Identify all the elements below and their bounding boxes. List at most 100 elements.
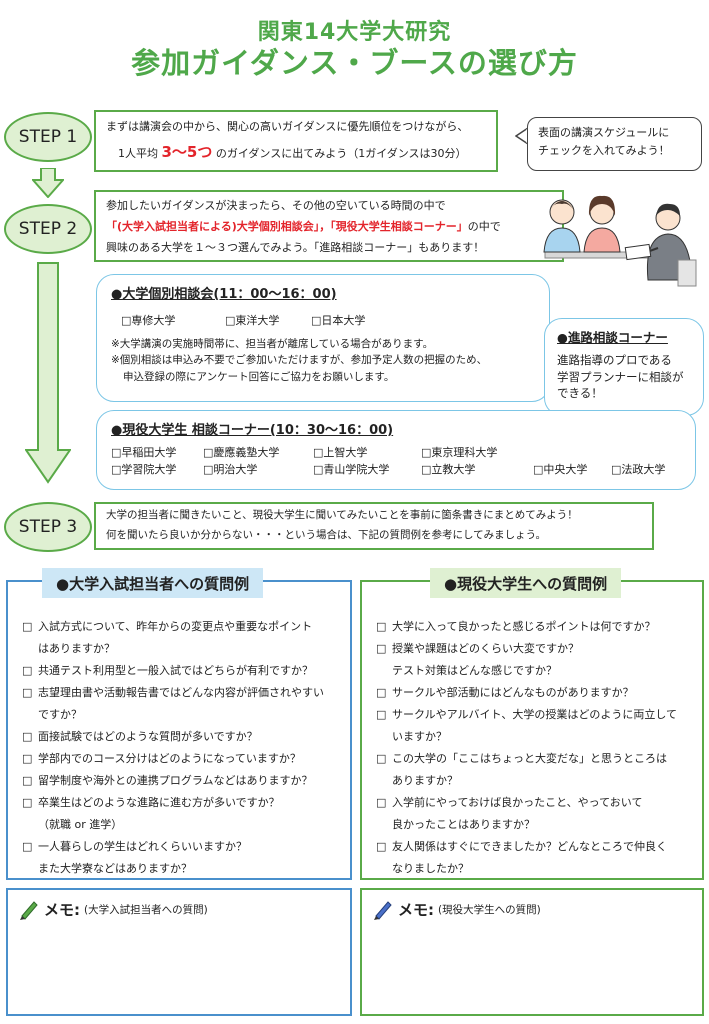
memo-sub: (現役大学生への質問) (438, 903, 541, 916)
checkbox-icon: □ (376, 686, 387, 699)
page-title: 参加ガイダンス・ブースの選び方 (131, 46, 578, 80)
question-text: はありますか？ (38, 642, 115, 655)
consult-university: □東洋大学 (225, 314, 280, 327)
question-text: いますか？ (392, 730, 447, 743)
memo-sub: (大学入試担当者への質問) (84, 903, 208, 916)
question-item: □志望理由書や活動報告書ではどんな内容が評価されやすいですか？ (22, 682, 342, 726)
question-text: サークルや部活動にはどんなものがありますか？ (392, 686, 634, 699)
step2-label: STEP 2 (18, 219, 78, 239)
student-university: □明治大学 (203, 463, 258, 476)
question-item: □ 授業や課題はどのくらい大変ですか？ テスト対策はどんな感じですか？ (376, 638, 694, 682)
step2-line2: 「(大学入試担当者による)大学個別相談会」，「現役大学生相談コーナー」の中で (106, 219, 501, 233)
header-title: 関東14大学大研究 (257, 20, 452, 45)
checkbox-icon: □ (376, 840, 387, 853)
question-text: この大学の「ここはちょっと大変だな」と思うところは (392, 752, 667, 765)
question-text: 面接試験ではどのような質問が多いですか？ (38, 730, 258, 743)
checkbox-icon: □ (22, 686, 33, 699)
consult-university: □日本大学 (311, 314, 366, 327)
memo-label: メモ: (398, 900, 434, 919)
student-university: □早稲田大学 (111, 446, 177, 459)
question-text: 学部内でのコース分けはどのようになっていますか？ (38, 752, 301, 765)
student-university: □中央大学 (533, 463, 588, 476)
question-text: 良かったことはありますか？ (392, 818, 535, 831)
memo-student: メモ: (現役大学生への質問) (360, 888, 704, 1016)
question-item: □ 共通テスト利用型と一般入試ではどちらが有利ですか？ (22, 660, 342, 682)
student-university: □上智大学 (313, 446, 368, 459)
checkbox-icon: □ (22, 730, 33, 743)
question-text: 卒業生はどのような進路に進む方が多いですか？ (38, 796, 280, 809)
step2-box: 参加したいガイダンスが決まったら、その他の空いている時間の中で 「(大学入試担当… (94, 190, 564, 262)
student-questions-title: ●現役大学生への質問例 (430, 568, 622, 598)
question-text: （就職 or 進学） (38, 818, 123, 831)
admissions-questions-panel: ●大学入試担当者への質問例 □ 入試方式について、昨年からの変更点や重要なポイント… (6, 568, 352, 880)
question-text: サークルやアルバイト、大学の授業はどのように両立して (392, 708, 678, 721)
step2-emphasis: 「(大学入試担当者による)大学個別相談会」，「現役大学生相談コーナー」 (106, 219, 468, 233)
student-university: □学習院大学 (111, 463, 177, 476)
checkbox-icon: □ (22, 774, 33, 787)
question-text: 共通テスト利用型と一般入試ではどちらが有利ですか？ (38, 664, 313, 677)
question-item: □友人関係はすぐにできましたか？どんなところで仲良くなりましたか？ (376, 836, 694, 880)
question-text: 大学に入って良かったと感じるポイントは何ですか？ (392, 620, 656, 633)
question-text: なりましたか？ (392, 862, 469, 875)
question-item: □ サークルや部活動にはどんなものがありますか？ (376, 682, 694, 704)
long-down-arrow-icon (25, 262, 71, 484)
bubble-line2: チェックを入れてみよう！ (538, 143, 670, 157)
step1-box: まずは講演会の中から、関心の高いガイダンスに優先順位をつけながら、 1人平均 3… (94, 110, 498, 172)
student-university: □慶應義塾大学 (203, 446, 280, 459)
consult-title: ●大学個別相談会(11：00～16：00) (111, 287, 337, 302)
question-text: また大学寮などはありますか？ (38, 862, 192, 875)
consult-university: □専修大学 (121, 314, 176, 327)
student-title: ●現役大学生 相談コーナー(10：30～16：00) (111, 423, 394, 438)
student-university-row: □学習院大学 □明治大学 □青山学院大学 □立教大学 □中央大学 □法政大学 (111, 461, 681, 477)
student-question-list: □大学に入って良かったと感じるポイントは何ですか？□授業や課題はどのくらい大変で… (376, 616, 694, 880)
blue-pencil-icon (374, 901, 392, 920)
checkbox-icon: □ (376, 642, 387, 655)
checkbox-icon: □ (376, 752, 387, 765)
step1-label: STEP 1 (18, 127, 78, 147)
question-text: 志望理由書や活動報告書ではどんな内容が評価されやすい (38, 686, 324, 699)
step1-line2: 1人平均 3～5つ のガイダンスに出てみよう（1ガイダンスは30分） (118, 142, 467, 161)
step2-badge: STEP 2 (4, 204, 92, 254)
step1-badge: STEP 1 (4, 112, 92, 162)
question-text: 授業や課題はどのくらい大変ですか？ (392, 642, 579, 655)
step3-box: 大学の担当者に聞きたいこと、現役大学生に聞いてみたいことを事前に箇条書きにまとめ… (94, 502, 654, 550)
shinro-desc: 進路指導のプロである 学習プランナーに相談が できる！ (557, 353, 684, 401)
admissions-questions-title: ●大学入試担当者への質問例 (42, 568, 264, 598)
checkbox-icon: □ (22, 752, 33, 765)
memo-label: メモ: (44, 900, 80, 919)
consultation-illustration (543, 195, 697, 287)
question-item: □ 学部内でのコース分けはどのようになっていますか？ (22, 748, 342, 770)
checkbox-icon: □ (22, 664, 33, 677)
step1-line1: まずは講演会の中から、関心の高いガイダンスに優先順位をつけながら、 (106, 120, 469, 133)
consult-note: ※個別相談は申込み不要でご参加いただけますが、参加予定人数の把握のため、 (111, 354, 488, 367)
question-item: □大学に入って良かったと感じるポイントは何ですか？ (376, 616, 694, 638)
checkbox-icon: □ (22, 620, 33, 633)
student-questions-panel: ●現役大学生への質問例 □大学に入って良かったと感じるポイントは何ですか？□授業… (360, 568, 704, 880)
question-item: □ 面接試験ではどのような質問が多いですか？ (22, 726, 342, 748)
question-text: 留学制度や海外との連携プログラムなどはありますか？ (38, 774, 313, 787)
shinro-title: ●進路相談コーナー (557, 330, 668, 345)
question-text: 入試方式について、昨年からの変更点や重要なポイント (38, 620, 313, 633)
student-consult-box: ●現役大学生 相談コーナー(10：30～16：00) □早稲田大学 □慶應義塾大… (96, 410, 696, 490)
reminder-bubble: 表面の講演スケジュールに チェックを入れてみよう！ (527, 117, 702, 171)
bubble-line1: 表面の講演スケジュールに (538, 126, 670, 139)
step3-line1: 大学の担当者に聞きたいこと、現役大学生に聞いてみたいことを事前に箇条書きにまとめ… (106, 509, 578, 521)
question-item: □ 留学制度や海外との連携プログラムなどはありますか？ (22, 770, 342, 792)
consult-note: 申込登録の際にアンケート回答にご協力をお願いします。 (123, 370, 395, 383)
checkbox-icon: □ (22, 840, 33, 853)
checkbox-icon: □ (376, 708, 387, 721)
student-university-row: □早稲田大学 □慶應義塾大学 □上智大学 □東京理科大学 (111, 444, 681, 460)
step2-line3: 興味のある大学を１～３つ選んでみよう。「進路相談コーナー」もあります！ (106, 240, 485, 254)
step1-emphasis: 3～5つ (161, 142, 213, 161)
question-item: □一人暮らしの学生はどれくらいいますか？また大学寮などはありますか？ (22, 836, 342, 880)
student-university: □東京理科大学 (421, 446, 498, 459)
question-text: テスト対策はどんな感じですか？ (392, 664, 557, 677)
question-item: □入学前にやっておけば良かったこと、やっておいて良かったことはありますか？ (376, 792, 694, 836)
student-university: □青山学院大学 (313, 463, 390, 476)
step3-badge: STEP 3 (4, 502, 92, 552)
consult-note: ※大学講演の実施時間帯に、担当者が離席している場合があります。 (111, 338, 434, 350)
question-item: □ 入試方式について、昨年からの変更点や重要なポイントはありますか？ (22, 616, 342, 660)
consult-university-list: □専修大学 □東洋大学 □日本大学 (111, 312, 535, 328)
step3-line2: 何を聞いたら良いか分からない・・・という場合は、下記の質問例を参考にしてみましょ… (106, 528, 547, 541)
admissions-question-list: □ 入試方式について、昨年からの変更点や重要なポイントはありますか？ □ 共通テスト利… (22, 616, 342, 880)
